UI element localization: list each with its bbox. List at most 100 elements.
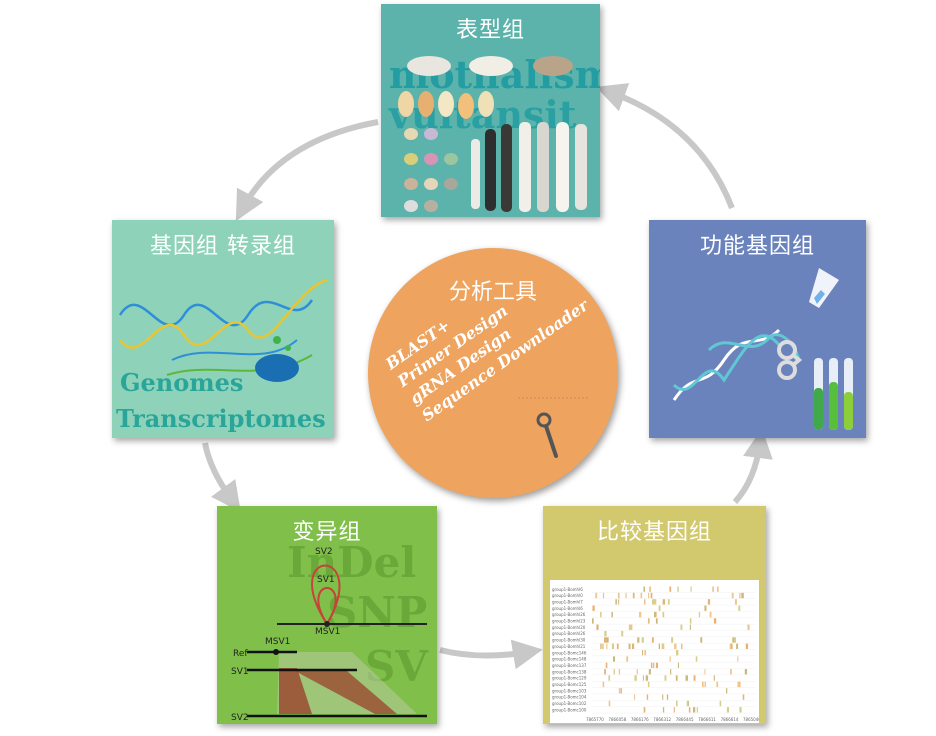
heatmap-mark [705,682,706,687]
heatmap-mark [746,644,748,649]
heatmap-mark [735,599,737,604]
heatmap-mark [693,707,695,712]
heatmap-mark [592,618,594,623]
heatmap-mark [654,612,655,617]
heatmap-mark [653,663,654,668]
heatmap-mark [618,593,620,598]
heatmap-mark [643,675,644,680]
phenome-card: 表型组 mothalism vultansit [381,4,600,217]
heatmap-mark [667,694,668,699]
heatmap-mark [745,669,747,674]
heatmap-mark [690,625,691,630]
heatmap-mark [681,644,682,649]
heatmap-mark [726,688,727,693]
scissors-icon [779,342,799,378]
heatmap-mark [731,644,733,649]
heatmap-mark [677,587,678,592]
heatmap-mark [689,707,691,712]
heatmap-row-label: group1-Bomhl6 [552,606,583,611]
heatmap-mark [606,637,608,642]
heatmap-row-label: group1-Bomc137 [552,663,587,668]
heatmap-mark [629,644,631,649]
genome-title: 基因组 转录组 [112,228,334,260]
heatmap-mark [736,644,738,649]
variation-title: 变异组 [217,514,437,546]
heatmap-mark [613,656,615,661]
heatmap-mark [611,612,612,617]
arrow-functional-to-phenome [610,92,732,208]
heatmap-mark [648,618,649,623]
phenome-title: 表型组 [381,12,600,44]
heatmap-mark [604,631,606,636]
heatmap-mark [696,656,698,661]
heatmap-mark [606,644,607,649]
heatmap-mark [625,593,626,598]
heatmap-row-label: group1-Bomc102 [552,701,587,706]
heatmap-mark [671,637,673,642]
heatmap-mark [687,701,688,706]
heatmap-mark [637,669,638,674]
heatmap-mark [649,669,651,674]
larva-icons [471,122,587,212]
heatmap-row-label: group1-Bomc100 [552,707,587,712]
heatmap-mark [603,682,605,687]
heatmap-mark [631,625,633,630]
heatmap-mark [632,644,634,649]
variation-card: 变异组 InDel SNP SV SV2 SV1 MSV1 MSV1 Ref S… [217,506,437,724]
heatmap-mark [659,644,660,649]
arrow-genome-to-variation [205,443,232,500]
heatmap-mark [604,637,606,642]
heatmap-mark [643,587,645,592]
heatmap-mark [730,644,731,649]
heatmap-mark [641,593,643,598]
heatmap-row-label: group1-Bomhl30 [552,638,586,643]
heatmap-mark [595,593,597,598]
heatmap-mark [734,637,736,642]
heatmap-mark [704,669,705,674]
heatmap-mark [608,675,610,680]
heatmap-mark [739,593,740,598]
heatmap-mark [651,593,653,598]
heatmap-mark [633,593,635,598]
heatmap-row-label: group1-Bomc103 [552,688,587,693]
heatmap-mark [621,631,623,636]
heatmap-mark [656,618,658,623]
heatmap-mark [668,599,670,604]
heatmap-mark [674,644,676,649]
heatmap-mark [714,675,715,680]
comparative-card: 比较基因组 group1-Bomhl6group1-Bomhl0group1-B… [543,506,766,724]
heatmap-row-label: group1-Bomhl0 [552,593,583,598]
heatmap-mark [662,644,664,649]
heatmap-tick-label: 7866445 [676,717,694,722]
heatmap-mark [741,593,743,598]
heatmap-mark [614,669,615,674]
heatmap-mark [615,599,616,604]
heatmap-mark [656,663,658,668]
heatmap-mark [620,688,622,693]
heatmap-row-label: group1-Bomhl21 [552,644,586,649]
heatmap-mark [634,675,636,680]
heatmap-row-label: group1-Bomc129 [552,676,587,681]
heatmap-row-label: group1-Bomc148 [552,657,587,662]
heatmap-mark [663,707,664,712]
heatmap-mark [637,637,639,642]
heatmap-mark [619,688,620,693]
heatmap-mark [618,599,619,604]
heatmap-mark [690,618,692,623]
heatmap-row-label: group1-Bomhl7 [552,599,583,604]
heatmap-mark [652,637,654,642]
arrow-variation-to-comparative [440,650,528,656]
heatmap-mark [592,606,594,611]
heatmap-mark [716,682,718,687]
heatmap-tick-label: 7866312 [653,717,671,722]
heatmap-mark [648,593,649,598]
heatmap-mark [712,587,714,592]
heatmap-row-label: group1-Bomhl23 [552,619,586,624]
heatmap-mark [739,707,741,712]
heatmap-mark [720,701,722,706]
heatmap-mark [644,599,645,604]
heatmap-row-label: group1-Bomhl26 [552,612,586,617]
heatmap-mark [642,637,644,642]
functional-card: 功能基因组 [649,220,866,438]
